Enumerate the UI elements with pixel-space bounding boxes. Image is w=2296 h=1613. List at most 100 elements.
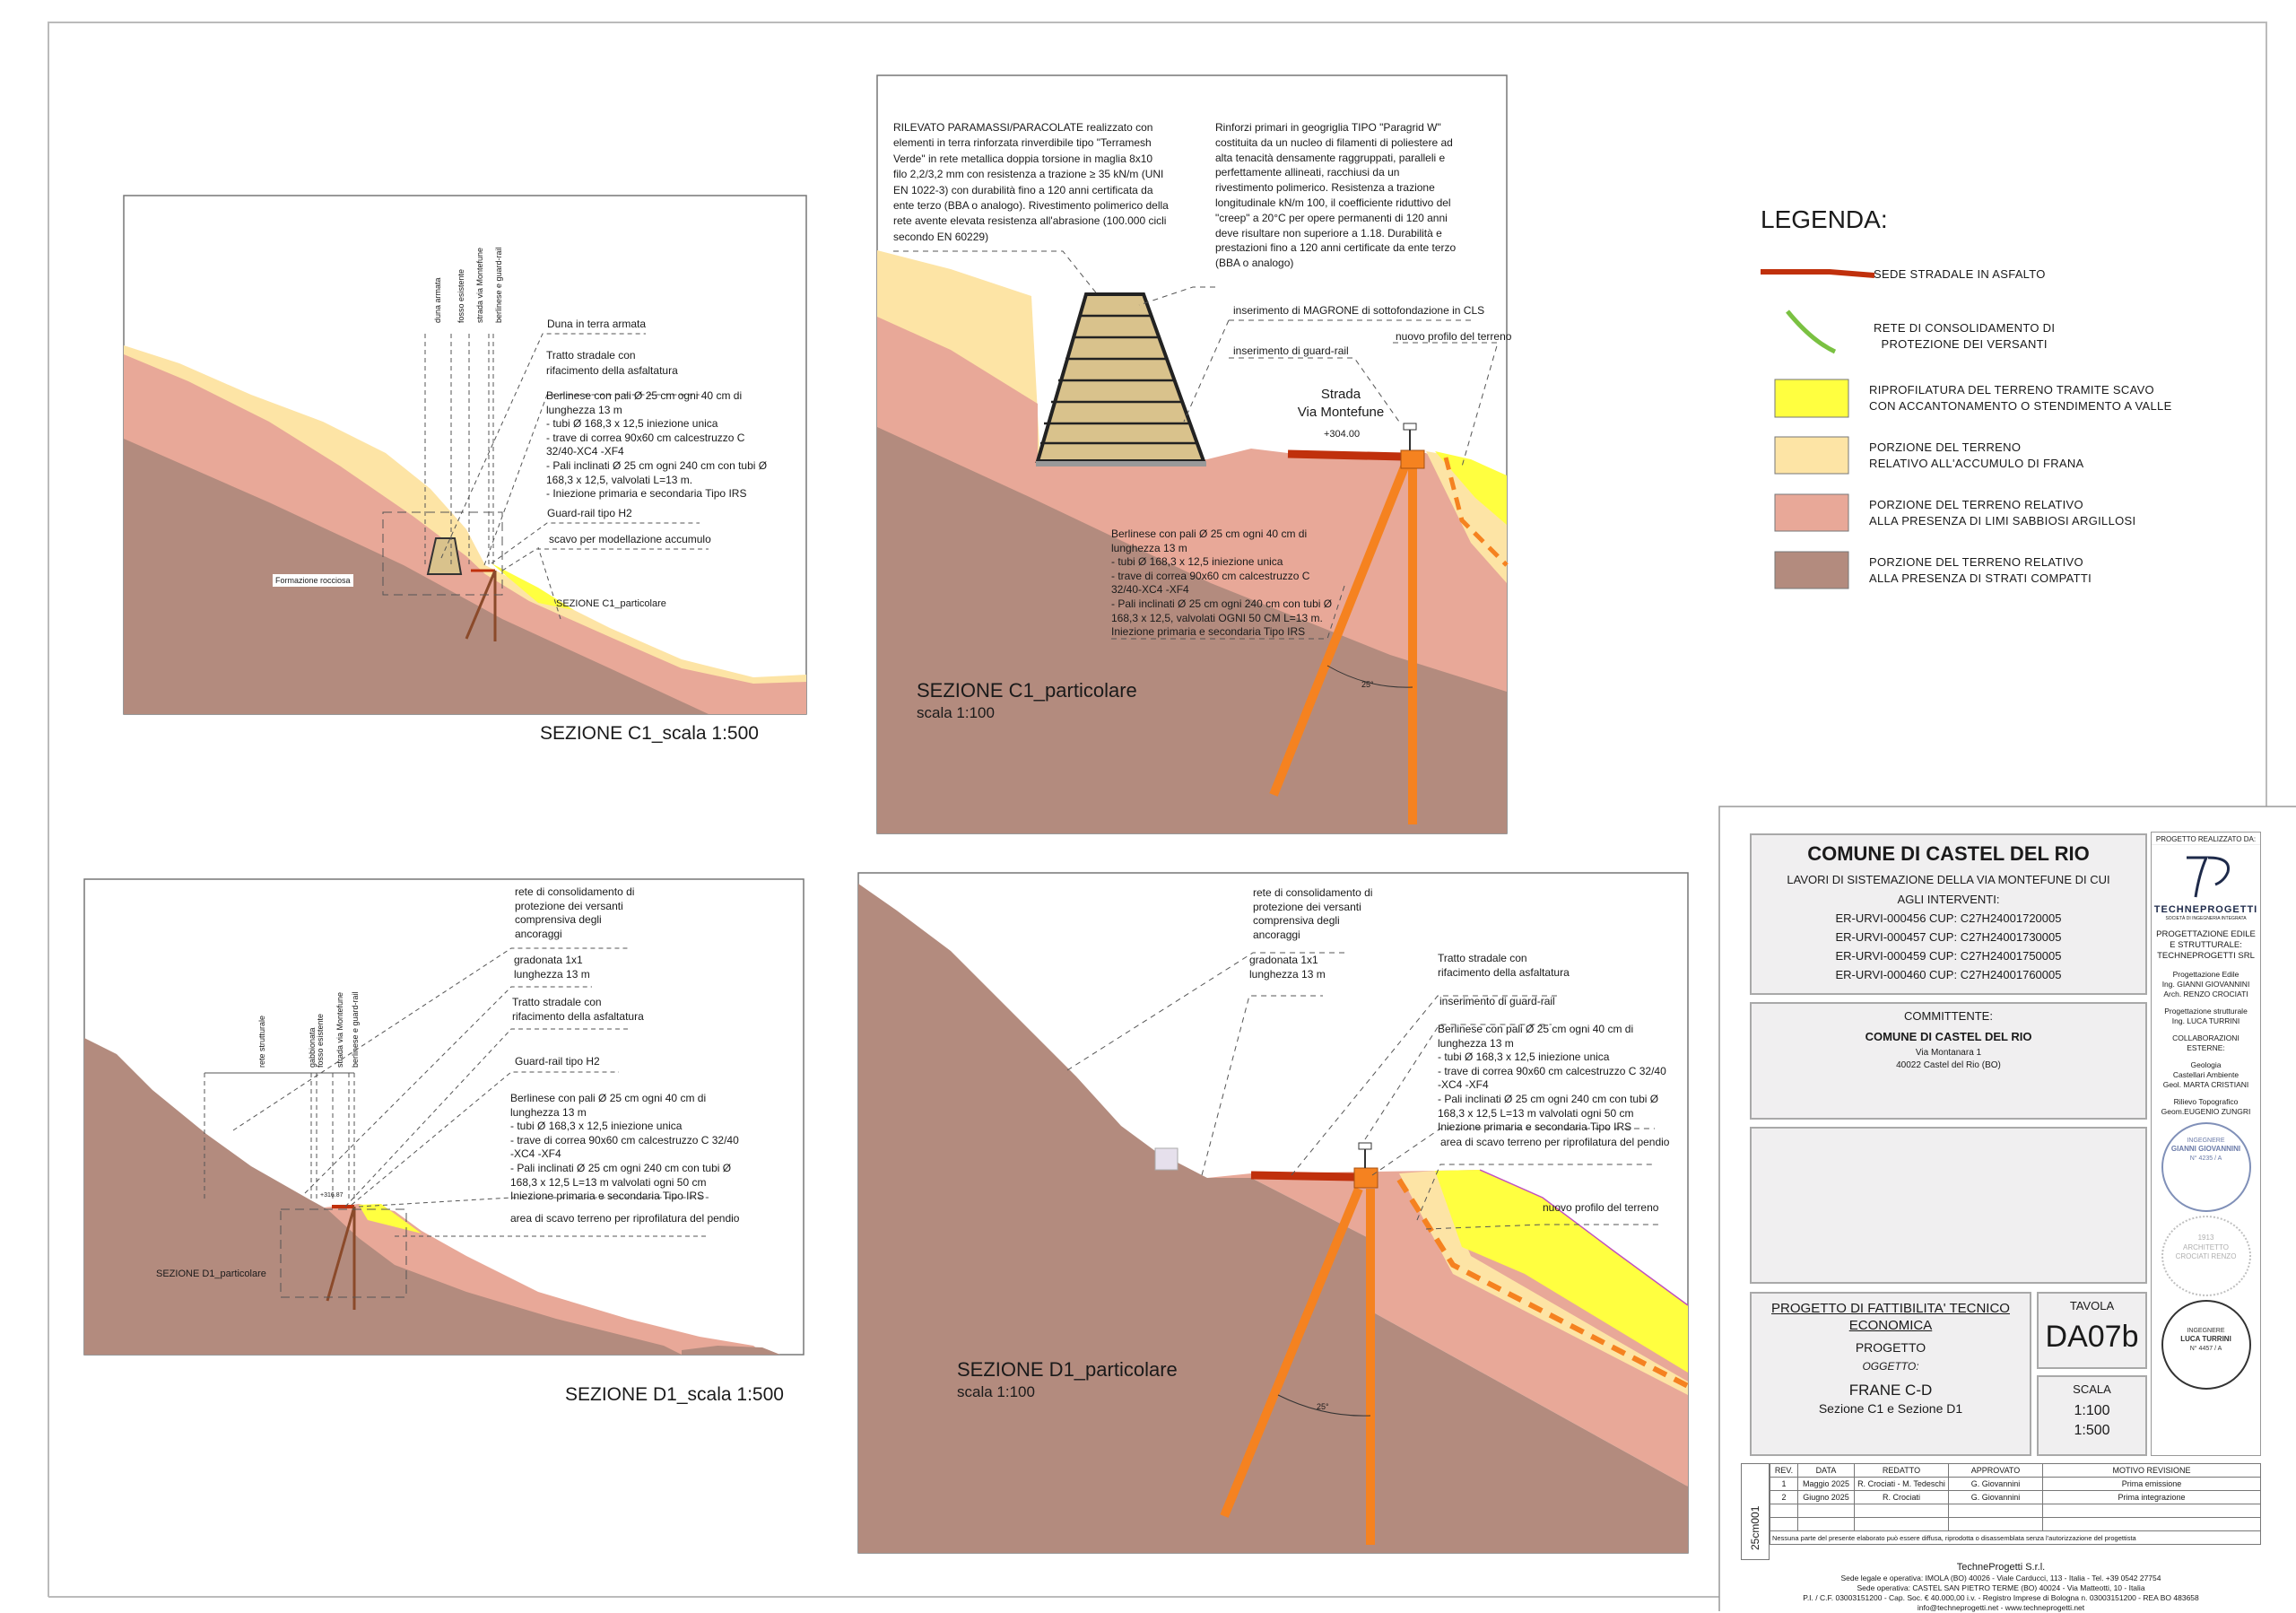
approver-cell: G. Giovannini <box>1948 1477 2043 1491</box>
d1-detail-net-label: rete di consolidamento di protezione dei… <box>1253 886 1373 941</box>
works-description: LAVORI DI SISTEMAZIONE DELLA VIA MONTEFU… <box>1787 873 2110 886</box>
legend-item-compact: PORZIONE DEL TERRENO RELATIVO ALLA PRESE… <box>1869 555 2092 585</box>
vlabel-berlinese: berlinese e guard-rail <box>351 991 360 1068</box>
d1-elevation: +316.87 <box>320 1192 344 1199</box>
c1-elevation: +304.00 <box>1324 429 1361 440</box>
building-design-credits: Progettazione Edile Ing. GIANNI GIOVANNI… <box>2161 969 2250 998</box>
c1-dune-label: Duna in terra armata <box>547 318 647 330</box>
engineer-stamp-giovannini: INGEGNERE GIANNI GIOVANNINI N° 4235 / A <box>2161 1122 2251 1213</box>
table-row <box>1770 1517 2261 1531</box>
c1-excavation-label: scavo per modellazione accumulo <box>549 533 711 545</box>
c1-overview-drawing <box>123 195 807 715</box>
geogrid-note: Rinforzi primari in geogriglia TIPO "Par… <box>1215 121 1457 270</box>
d1-excavation-label: area di scavo terreno per riprofilatura … <box>510 1212 740 1225</box>
architect-stamp-crociati: 1913 ARCHITETTO CROCIATI RENZO <box>2161 1216 2251 1297</box>
c1-detail-ref: SEZIONE C1_particolare <box>556 598 666 609</box>
title-block-frame <box>1718 806 2296 1611</box>
d1-detail-road-label: Tratto stradale con rifacimento della as… <box>1438 952 1570 979</box>
scale-value: 1:100 <box>2074 1403 2110 1418</box>
tavola-box: TAVOLA DA07b <box>2037 1292 2147 1369</box>
logo-name: TECHNEPROGETTI <box>2153 903 2258 915</box>
client-label: COMMITTENTE: <box>1904 1009 1993 1023</box>
d1-detail-scale: scala 1:100 <box>957 1383 1035 1400</box>
stamp-number: 1913 <box>2197 1234 2214 1242</box>
vlabel-strada: strada via Montefune <box>335 991 344 1068</box>
geology-credits: Geologia Castellari Ambiente Geol. MARTA… <box>2162 1059 2249 1089</box>
d1-overview-drawing <box>83 878 804 1356</box>
revision-code-cell: 25cm001 <box>1741 1463 1770 1560</box>
structural-design-credits: Progettazione strutturale Ing. LUCA TURR… <box>2164 1006 2248 1025</box>
d1-detail-gradonata-label: gradonata 1x1 lunghezza 13 m <box>1249 954 1326 981</box>
legend-swatches <box>1761 269 1875 589</box>
author-cell: R. Crociati - M. Tedeschi <box>1854 1477 1949 1491</box>
sheet-frame <box>48 22 2267 1597</box>
d1-guardrail-label: Guard-rail tipo H2 <box>515 1055 600 1068</box>
c1-road-label: Tratto stradale con rifacimento della as… <box>546 349 678 377</box>
d1-detail-guardrail-label: inserimento di guard-rail <box>1439 995 1555 1007</box>
d1-angle: 25° <box>1317 1402 1329 1411</box>
header-redatto: REDATTO <box>1854 1463 1949 1478</box>
scale-value: 1:500 <box>2074 1423 2110 1438</box>
designer-column: PROGETTO REALIZZATO DA: TECHNEPROGETTI S… <box>2151 832 2261 1456</box>
author-cell: R. Crociati <box>1854 1490 1949 1504</box>
project-object-box: PROGETTO DI FATTIBILITA' TECNICO ECONOMI… <box>1750 1292 2031 1456</box>
rock-formation-label: Formazione rocciosa <box>273 574 353 588</box>
d1-detail-ref: SEZIONE D1_particolare <box>156 1269 266 1279</box>
magrone-label: inserimento di MAGRONE di sottofondazion… <box>1233 304 1485 317</box>
revision-code: 25cm001 <box>1749 1505 1761 1550</box>
interventions-label: AGLI INTERVENTI: <box>1897 893 2000 906</box>
c1-detail-title: SEZIONE C1_particolare <box>917 679 1137 702</box>
intervention-item: ER-URVI-000459 CUP: C27H24001750005 <box>1835 949 2062 963</box>
c1-detail-berlinese-label: Berlinese con pali Ø 25 cm ogni 40 cm di… <box>1111 527 1333 639</box>
object-label: OGGETTO: <box>1862 1359 1919 1373</box>
tavola-label: TAVOLA <box>2069 1299 2115 1312</box>
intervention-item: ER-URVI-000460 CUP: C27H24001760005 <box>1835 968 2062 981</box>
header-data: DATA <box>1797 1463 1855 1478</box>
date-cell: Giugno 2025 <box>1797 1490 1855 1504</box>
legend-net-swatch <box>1786 310 1837 354</box>
vlabel-fosso: fosso esistente <box>316 1013 325 1068</box>
header-motivo: MOTIVO REVISIONE <box>2042 1463 2261 1478</box>
survey-credits: Rilievo Topografico Geom.EUGENIO ZUNGRI <box>2161 1097 2251 1117</box>
d1-net-label: rete di consolidamento di protezione dei… <box>515 885 635 940</box>
legend-item-accumulation: PORZIONE DEL TERRENO RELATIVO ALL'ACCUMU… <box>1869 440 2084 470</box>
project-info-box: COMUNE DI CASTEL DEL RIO LAVORI DI SISTE… <box>1750 833 2147 995</box>
project-type: PROGETTO DI FATTIBILITA' TECNICO ECONOMI… <box>1771 1301 2010 1333</box>
vlabel-rete: rete strutturale <box>257 1015 266 1068</box>
c1-detail-scale: scala 1:100 <box>917 704 995 721</box>
legend-item-silty: PORZIONE DEL TERRENO RELATIVO ALLA PRESE… <box>1869 498 2136 527</box>
vlabel-duna: duna armata <box>433 277 442 323</box>
d1-road-label: Tratto stradale con rifacimento della as… <box>512 996 644 1023</box>
c1-new-profile-label: nuovo profilo del terreno <box>1396 330 1512 343</box>
object-subtitle: Sezione C1 e Sezione D1 <box>1818 1400 1963 1416</box>
revision-header-row: REV. DATA REDATTO APPROVATO MOTIVO REVIS… <box>1770 1463 2261 1478</box>
road-name-label: Strada Via Montefune <box>1297 387 1385 421</box>
stamp-role: INGEGNERE <box>2187 1138 2225 1145</box>
stamp-name: LUCA TURRINI <box>2180 1335 2231 1344</box>
municipality-title: COMUNE DI CASTEL DEL RIO <box>1807 842 2090 865</box>
legend-compact-swatch <box>1774 551 1849 589</box>
disclaimer-row: Nessuna parte del presente elaborato può… <box>1770 1530 2261 1545</box>
legend-title: LEGENDA: <box>1761 205 1888 233</box>
c1-berlinese-label: Berlinese con pali Ø 25 cm ogni 40 cm di… <box>546 389 768 501</box>
disclaimer: Nessuna parte del presente elaborato può… <box>1770 1530 2261 1545</box>
d1-detail-title: SEZIONE D1_particolare <box>957 1358 1178 1381</box>
client-address: Via Montanara 1 40022 Castel del Rio (BO… <box>1896 1048 2001 1070</box>
d1-gradonata-label: gradonata 1x1 lunghezza 13 m <box>514 954 590 981</box>
footer-line: Sede operativa: CASTEL SAN PIETRO TERME … <box>1857 1583 2145 1593</box>
made-by-label: PROGETTO REALIZZATO DA: <box>2152 835 2260 846</box>
stamp-name: GIANNI GIOVANNINI <box>2170 1145 2241 1154</box>
scala-label: SCALA <box>2073 1382 2111 1396</box>
reason-cell: Prima integrazione <box>2042 1490 2261 1504</box>
revision-table: REV. DATA REDATTO APPROVATO MOTIVO REVIS… <box>1770 1463 2261 1545</box>
collaborations-label: COLLABORAZIONI ESTERNE: <box>2172 1033 2239 1052</box>
c1-guardrail-insert-label: inserimento di guard-rail <box>1233 344 1349 357</box>
scala-box: SCALA 1:100 1:500 <box>2037 1375 2147 1456</box>
legend-item-net: RETE DI CONSOLIDAMENTO DI PROTEZIONE DEI… <box>1874 321 2056 351</box>
footer-line: info@techneprogetti.net - www.techneprog… <box>1917 1603 2085 1613</box>
header-approvato: APPROVATO <box>1948 1463 2043 1478</box>
stamp-number: N° 4235 / A <box>2189 1155 2222 1162</box>
engineer-stamp-turrini: INGEGNERE LUCA TURRINI N° 4457 / A <box>2161 1300 2251 1391</box>
company-name: TechneProgetti S.r.l. <box>1956 1562 2046 1573</box>
vlabel-strada: strada via Montefune <box>475 247 484 323</box>
